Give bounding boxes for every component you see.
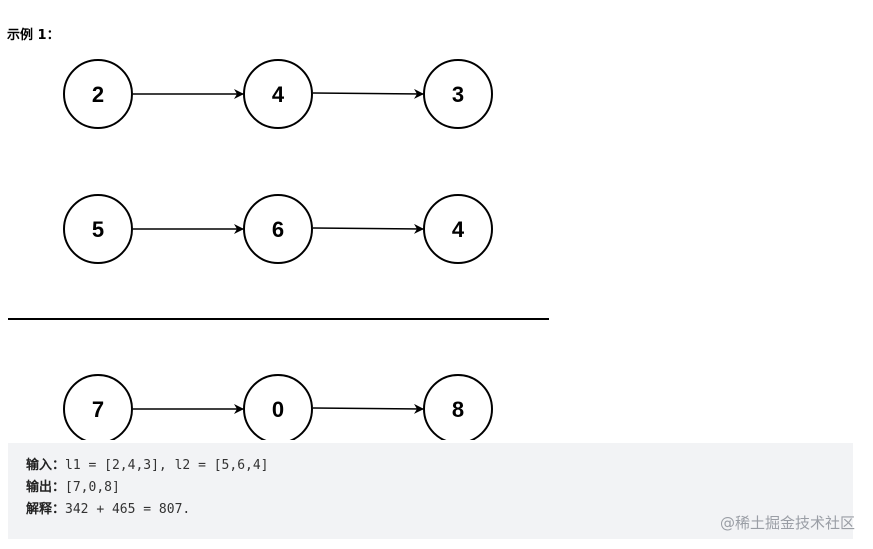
node-value: 8 <box>452 397 464 422</box>
node-value: 3 <box>452 82 464 107</box>
input-line: 输入：l1 = [2,4,3], l2 = [5,6,4] <box>26 455 835 477</box>
example-title: 示例 1： <box>7 28 60 43</box>
linked-list-diagram: 2 4 3 5 6 4 7 <box>8 59 549 440</box>
input-value: l1 = [2,4,3], l2 = [5,6,4] <box>65 458 269 473</box>
linked-list-l1: 2 4 3 <box>63 59 493 129</box>
list-node: 0 <box>243 374 313 440</box>
node-value: 7 <box>92 397 104 422</box>
example-code-block: 输入：l1 = [2,4,3], l2 = [5,6,4] 输出：[7,0,8]… <box>8 443 853 539</box>
node-value: 0 <box>272 397 284 422</box>
explain-value: 342 + 465 = 807. <box>65 502 191 517</box>
list-node: 8 <box>423 374 493 440</box>
node-value: 4 <box>272 82 285 107</box>
list-node: 4 <box>243 59 313 129</box>
list-node: 2 <box>63 59 133 129</box>
linked-list-l2: 5 6 4 <box>63 194 493 264</box>
watermark: @稀土掘金技术社区 <box>719 514 855 532</box>
list-node: 7 <box>63 374 133 440</box>
input-label: 输入： <box>26 458 66 473</box>
explain-line: 解释：342 + 465 = 807. <box>26 499 835 521</box>
node-value: 4 <box>452 217 465 242</box>
explain-label: 解释： <box>26 502 66 517</box>
output-label: 输出： <box>26 480 66 495</box>
list-node: 5 <box>63 194 133 264</box>
output-value: [7,0,8] <box>65 480 120 495</box>
output-line: 输出：[7,0,8] <box>26 477 835 499</box>
arrow <box>312 88 424 99</box>
node-value: 2 <box>92 82 104 107</box>
arrow <box>312 403 424 414</box>
arrow <box>312 223 424 234</box>
node-value: 5 <box>92 217 104 242</box>
node-value: 6 <box>272 217 284 242</box>
list-node: 3 <box>423 59 493 129</box>
list-node: 6 <box>243 194 313 264</box>
list-node: 4 <box>423 194 493 264</box>
linked-list-result: 7 0 8 <box>63 374 493 440</box>
